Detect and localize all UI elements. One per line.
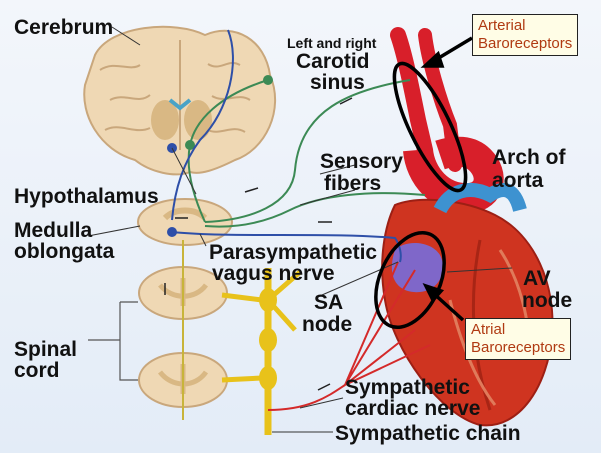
label-sa-line1: SA <box>314 292 343 313</box>
label-carotid-prefix: Left and right <box>287 36 376 50</box>
label-arch-line1: Arch of <box>492 147 566 168</box>
label-cerebrum: Cerebrum <box>14 17 113 38</box>
callout-arterial-line1: Arterial <box>478 17 572 35</box>
label-carotid-line2: sinus <box>310 72 365 93</box>
label-arch-line2: aorta <box>492 170 543 191</box>
label-av-line1: AV <box>523 268 551 289</box>
label-sympathetic-chain: Sympathetic chain <box>335 423 521 444</box>
cerebrum-illustration <box>84 27 275 175</box>
label-medulla-line2: oblongata <box>14 241 114 262</box>
label-hypothalamus: Hypothalamus <box>14 186 159 207</box>
callout-atrial-line1: Atrial <box>471 321 565 339</box>
callout-arterial-line2: Baroreceptors <box>478 35 572 53</box>
label-spinal-line1: Spinal <box>14 339 77 360</box>
label-spinal-line2: cord <box>14 360 60 381</box>
label-sa-line2: node <box>302 314 352 335</box>
label-sympathetic-cardiac-line1: Sympathetic <box>345 377 470 398</box>
label-sensory-line1: Sensory <box>320 151 403 172</box>
callout-atrial-baroreceptors: Atrial Baroreceptors <box>465 318 571 360</box>
label-sensory-line2: fibers <box>324 173 381 194</box>
spinal-cord-bracket <box>88 302 138 380</box>
label-av-line2: node <box>522 290 572 311</box>
callout-atrial-line2: Baroreceptors <box>471 339 565 357</box>
label-carotid-line1: Carotid <box>296 51 370 72</box>
label-parasympathetic-line1: Parasympathetic <box>209 242 377 263</box>
label-medulla-line1: Medulla <box>14 220 92 241</box>
label-parasympathetic-line2: vagus nerve <box>212 263 335 284</box>
label-sympathetic-cardiac-line2: cardiac nerve <box>345 398 480 419</box>
callout-arterial-baroreceptors: Arterial Baroreceptors <box>472 14 578 56</box>
